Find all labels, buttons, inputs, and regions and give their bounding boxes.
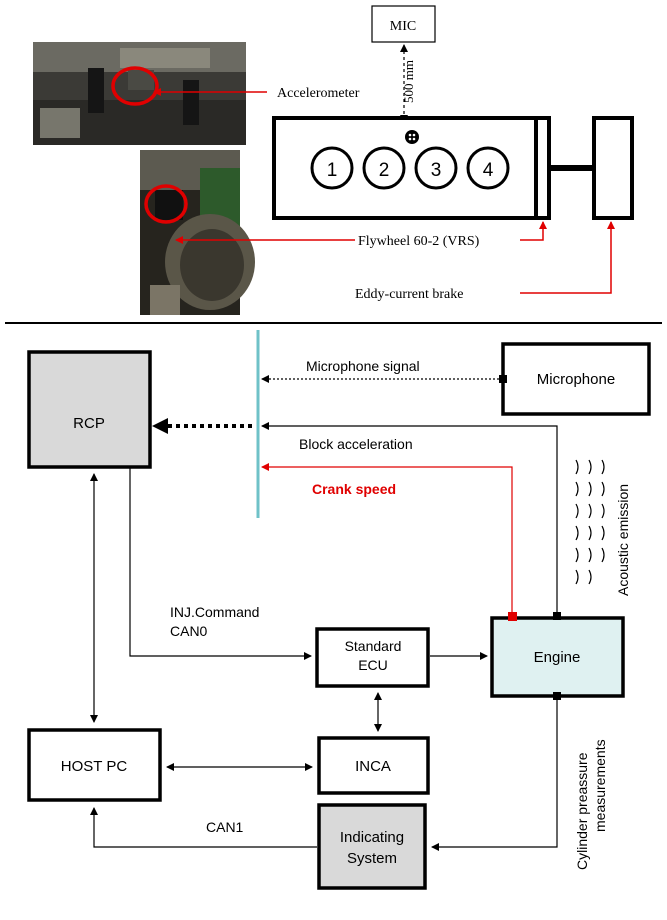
indicating-label-line2: System: [347, 850, 397, 867]
engine-label: Engine: [534, 649, 581, 666]
accelerometer-label: Accelerometer: [277, 86, 360, 101]
cylinder-2: [362, 146, 406, 190]
accelerometer-photo: [33, 42, 246, 145]
microphone-label: Microphone: [537, 371, 615, 388]
host-pc-box: [27, 728, 162, 802]
indicating-label-line1: Indicating: [340, 829, 404, 846]
mic-box: [371, 5, 436, 43]
cylinder-3-label: 3: [431, 160, 442, 181]
cyl-pressure-label-line2: measurements: [592, 739, 608, 832]
mic-label: MIC: [390, 19, 416, 34]
inca-label: INCA: [355, 758, 391, 775]
ecu-label-line1: Standard: [345, 638, 402, 654]
cylinder-1: [310, 146, 354, 190]
rcp-label: RCP: [73, 415, 105, 432]
ecu-label-line2: ECU: [358, 657, 388, 673]
inj-command-label: INJ.Command: [170, 604, 259, 620]
cylinder-4: [466, 146, 510, 190]
cylinder-4-label: 4: [483, 160, 494, 181]
indicating-system-box: [317, 803, 427, 890]
acoustic-emission-label: Acoustic emission: [615, 484, 631, 596]
cyl-pressure-label-line1: Cylinder preassure: [574, 752, 590, 870]
accelerometer-sensor: [405, 130, 419, 144]
engine-box: [490, 616, 625, 698]
inca-box: [317, 736, 430, 795]
can0-label: CAN0: [170, 623, 208, 639]
rcp-box: [27, 350, 152, 469]
host-pc-label: HOST PC: [61, 758, 128, 775]
brake-label: Eddy-current brake: [355, 287, 463, 302]
crank-speed-label: Crank speed: [312, 481, 396, 497]
flywheel-label: Flywheel 60-2 (VRS): [358, 234, 480, 249]
eddy-current-brake: [592, 116, 634, 220]
acoustic-waves-icon: [575, 459, 605, 585]
microphone-signal-label: Microphone signal: [306, 358, 420, 374]
cylinder-3: [414, 146, 458, 190]
cylinder-2-label: 2: [379, 160, 390, 181]
flywheel-photo: [140, 150, 255, 315]
distance-label: 500 mm: [401, 60, 416, 103]
cylinder-1-label: 1: [327, 160, 338, 181]
can1-label: CAN1: [206, 819, 244, 835]
block-acceleration-label: Block acceleration: [299, 436, 413, 452]
ecu-box: [315, 627, 430, 688]
